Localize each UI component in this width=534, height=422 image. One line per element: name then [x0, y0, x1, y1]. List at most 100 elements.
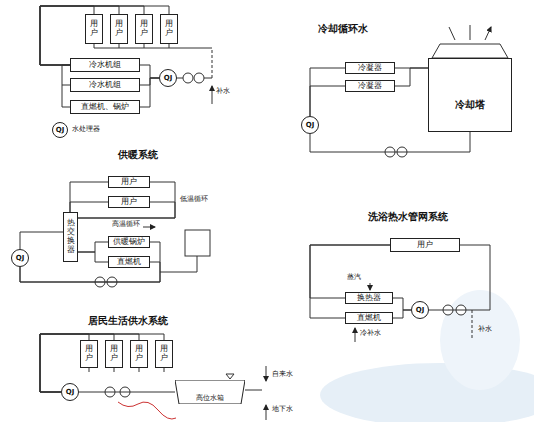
- node-text: 用户: [85, 345, 93, 363]
- node-text: 冷凝器: [358, 64, 382, 72]
- pipe-connector: [140, 78, 159, 107]
- pipe-label: 蒸汽: [347, 274, 361, 281]
- pipe: [245, 390, 262, 391]
- pump-symbol: [194, 73, 204, 83]
- pipe-connector: [310, 68, 345, 116]
- node-text: 用户: [135, 345, 143, 363]
- system-title: 居民生活供水系统: [88, 316, 168, 326]
- pipe-connector: [395, 68, 428, 86]
- node-text: QJ: [56, 127, 65, 134]
- node-text: 冷却塔: [455, 100, 485, 110]
- node-text: 用户: [165, 20, 173, 38]
- pipe-connector: [40, 6, 119, 65]
- inflow-arrow: [212, 86, 213, 104]
- pipe-connector: [310, 86, 345, 116]
- system-title: 供暖系统: [118, 150, 158, 160]
- pipe-connector: [40, 6, 169, 65]
- pipe-connector: [78, 242, 108, 252]
- node-text: 用户: [160, 345, 168, 363]
- pipe-connector: [310, 245, 390, 318]
- pipe-connector: [20, 242, 160, 282]
- process-box: 冷凝器: [345, 62, 395, 74]
- red-squiggle: [118, 402, 176, 419]
- process-box: 直燃机、锅炉: [70, 100, 140, 114]
- cooling-tower: 冷却塔: [428, 58, 512, 132]
- node-text: 直燃机: [357, 314, 381, 322]
- pipe-connector: [20, 232, 63, 249]
- system-title: 洗浴热水管网系统: [368, 212, 448, 222]
- user-box: 用户: [85, 14, 103, 44]
- expansion-tank: [185, 230, 210, 256]
- node-text: 供暖锅炉: [113, 238, 145, 246]
- inflow-arrow: [266, 366, 267, 381]
- pipe-connector: [40, 6, 144, 65]
- node-text: 用户: [417, 241, 433, 249]
- tank-shape: [175, 380, 245, 404]
- pipe-label: 自来水: [272, 371, 293, 378]
- pipe-label: 高温循环: [112, 221, 140, 228]
- pipe: [94, 44, 212, 48]
- pipe-label: 补水: [216, 88, 230, 95]
- pipe-label: 低温循环: [180, 196, 208, 203]
- user-box: 用户: [110, 14, 128, 44]
- tower-top: [432, 44, 508, 58]
- pipe-connector: [40, 334, 114, 392]
- process-box: 直燃机: [108, 256, 150, 268]
- pipe-connector: [40, 334, 139, 392]
- pipe-connector: [310, 245, 390, 298]
- node-text: 用户: [121, 198, 137, 206]
- water-level: [226, 374, 234, 379]
- flow-arrow: [143, 227, 155, 228]
- node-text: 用户: [110, 345, 118, 363]
- pipe-connector: [429, 245, 490, 310]
- node-text: 用户: [121, 178, 137, 186]
- node-text: QJ: [416, 307, 425, 314]
- process-box: 用户: [108, 196, 150, 208]
- process-box: 冷凝器: [345, 80, 395, 92]
- pipe: [89, 368, 164, 372]
- user-box: 用户: [160, 14, 178, 44]
- inflow-arrow: [355, 328, 356, 342]
- node-text: QJ: [164, 75, 173, 82]
- pipe-connector: [40, 334, 164, 392]
- pipe-label: 水处理器: [72, 126, 100, 133]
- node-text: 冷水机组: [89, 81, 121, 89]
- pipe-label: 补水: [478, 326, 492, 333]
- process-box: 换热器: [345, 292, 393, 304]
- pipe-connector: [393, 298, 411, 310]
- node-text: 冷水机组: [89, 61, 121, 69]
- dashed-pipe: [472, 310, 473, 338]
- water-tank: 高位水箱: [175, 380, 245, 404]
- pipe-connector: [310, 132, 470, 152]
- watermark-wash: [440, 290, 520, 390]
- water-treater-circle: QJ: [159, 69, 177, 87]
- process-box: 供暖锅炉: [108, 236, 150, 248]
- process-box: 用户: [108, 176, 150, 188]
- node-text: 用户: [90, 20, 98, 38]
- pipe-label: 地下水: [272, 406, 293, 413]
- user-box: 用户: [155, 340, 173, 368]
- steam-arrow: [370, 283, 371, 290]
- node-text: 用户: [115, 20, 123, 38]
- pipe: [62, 65, 70, 107]
- pipe-connector: [78, 252, 108, 262]
- dashed-pipe: [212, 48, 213, 78]
- user-box: 热交换器: [63, 212, 78, 262]
- water-treater-circle: QJ: [301, 116, 319, 134]
- water-treater-circle: QJ: [411, 301, 429, 319]
- node-text: 热交换器: [67, 219, 75, 254]
- user-box: 用户: [135, 14, 153, 44]
- node-text: 直燃机: [117, 258, 141, 266]
- pipe-connector: [140, 65, 159, 78]
- pipe: [160, 256, 197, 272]
- node-text: QJ: [16, 255, 25, 262]
- node-text: 换热器: [357, 294, 381, 302]
- water-treater-circle: QJ: [11, 249, 29, 267]
- water-treater-circle: QJ: [61, 383, 79, 401]
- system-title: 冷却循环水: [318, 24, 368, 34]
- pipe-label: 冷补水: [360, 330, 381, 337]
- pump-symbol: [183, 73, 193, 83]
- water-treater-circle: QJ: [52, 122, 68, 138]
- node-text: QJ: [66, 389, 75, 396]
- vapor-arrows: [449, 25, 491, 40]
